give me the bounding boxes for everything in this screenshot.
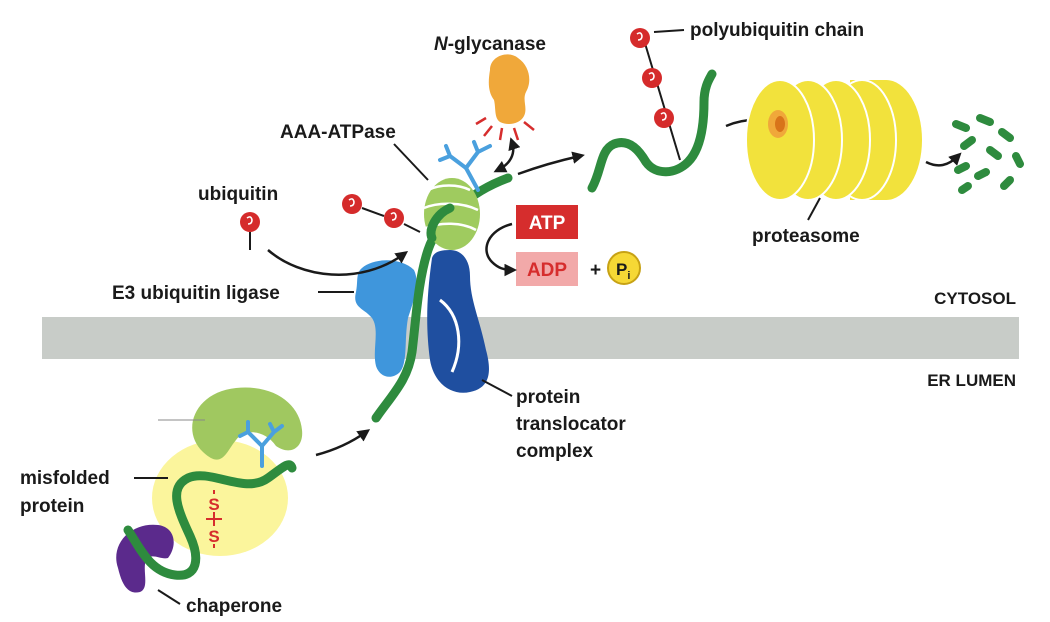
arrow-ubiquitin-to-ligase	[267, 249, 409, 276]
polyubiquitin-label: polyubiquitin chain	[690, 20, 864, 41]
n-glycanase-label: N-glycanase	[434, 34, 546, 55]
arrow-to-translocator	[315, 429, 371, 457]
er-membrane	[42, 317, 1019, 359]
translocator-label-line2: translocator	[516, 414, 626, 435]
translocator-label-line3: complex	[516, 441, 594, 462]
polyubiquitin-chain	[629, 27, 681, 161]
adp-label: ADP	[527, 260, 567, 281]
pi-circle	[607, 251, 641, 285]
glycan-lumen	[238, 420, 284, 468]
polyubiquitin-leader-line	[653, 29, 685, 33]
free-ubiquitin	[239, 211, 261, 250]
cytosol-label: CYTOSOL	[934, 289, 1016, 308]
proteasome	[745, 79, 922, 201]
er-lumen-label: ER LUMEN	[927, 371, 1016, 390]
arrow-glycanase-double	[493, 137, 521, 173]
misfolded-protein-group: S S	[116, 387, 303, 593]
sulfur-top: S	[208, 495, 219, 514]
misfolded-chain	[123, 460, 297, 580]
chaperone-label: chaperone	[186, 596, 282, 617]
arrow-degradation	[925, 152, 962, 167]
arrow-atp-hydrolysis	[485, 222, 517, 277]
ubiquitin-label: ubiquitin	[198, 184, 278, 205]
proteasome-leader-line	[807, 197, 821, 221]
misfolded-protein-label-line1: misfolded	[20, 468, 110, 489]
translocator-leader-line	[481, 379, 513, 397]
translocator-complex	[427, 250, 513, 397]
aaa-leader-line	[393, 143, 429, 181]
plus-sign: +	[590, 260, 601, 281]
e3-ligase-label: E3 ubiquitin ligase	[112, 283, 280, 304]
translocator-label-line1: protein	[516, 387, 580, 408]
misfolded-protein-label-line2: protein	[20, 496, 84, 517]
aaa-atpase-label: AAA-ATPase	[280, 122, 396, 143]
adp-box	[516, 252, 578, 286]
glycan-cytosol	[438, 140, 492, 192]
sulfur-bottom: S	[208, 527, 219, 546]
released-chain	[587, 69, 717, 193]
e3-ubiquitin-ligase	[355, 260, 417, 377]
atp-label: ATP	[529, 213, 566, 234]
pi-label: Pi	[616, 260, 630, 282]
n-glycanase	[475, 54, 535, 141]
atp-box	[516, 205, 578, 239]
peptide-fragments	[952, 114, 1024, 194]
arrow-release	[517, 151, 585, 176]
chaperone-leader-line	[157, 589, 181, 605]
ubiquitin-chain-growing	[341, 193, 421, 233]
proteasome-label: proteasome	[752, 226, 860, 247]
